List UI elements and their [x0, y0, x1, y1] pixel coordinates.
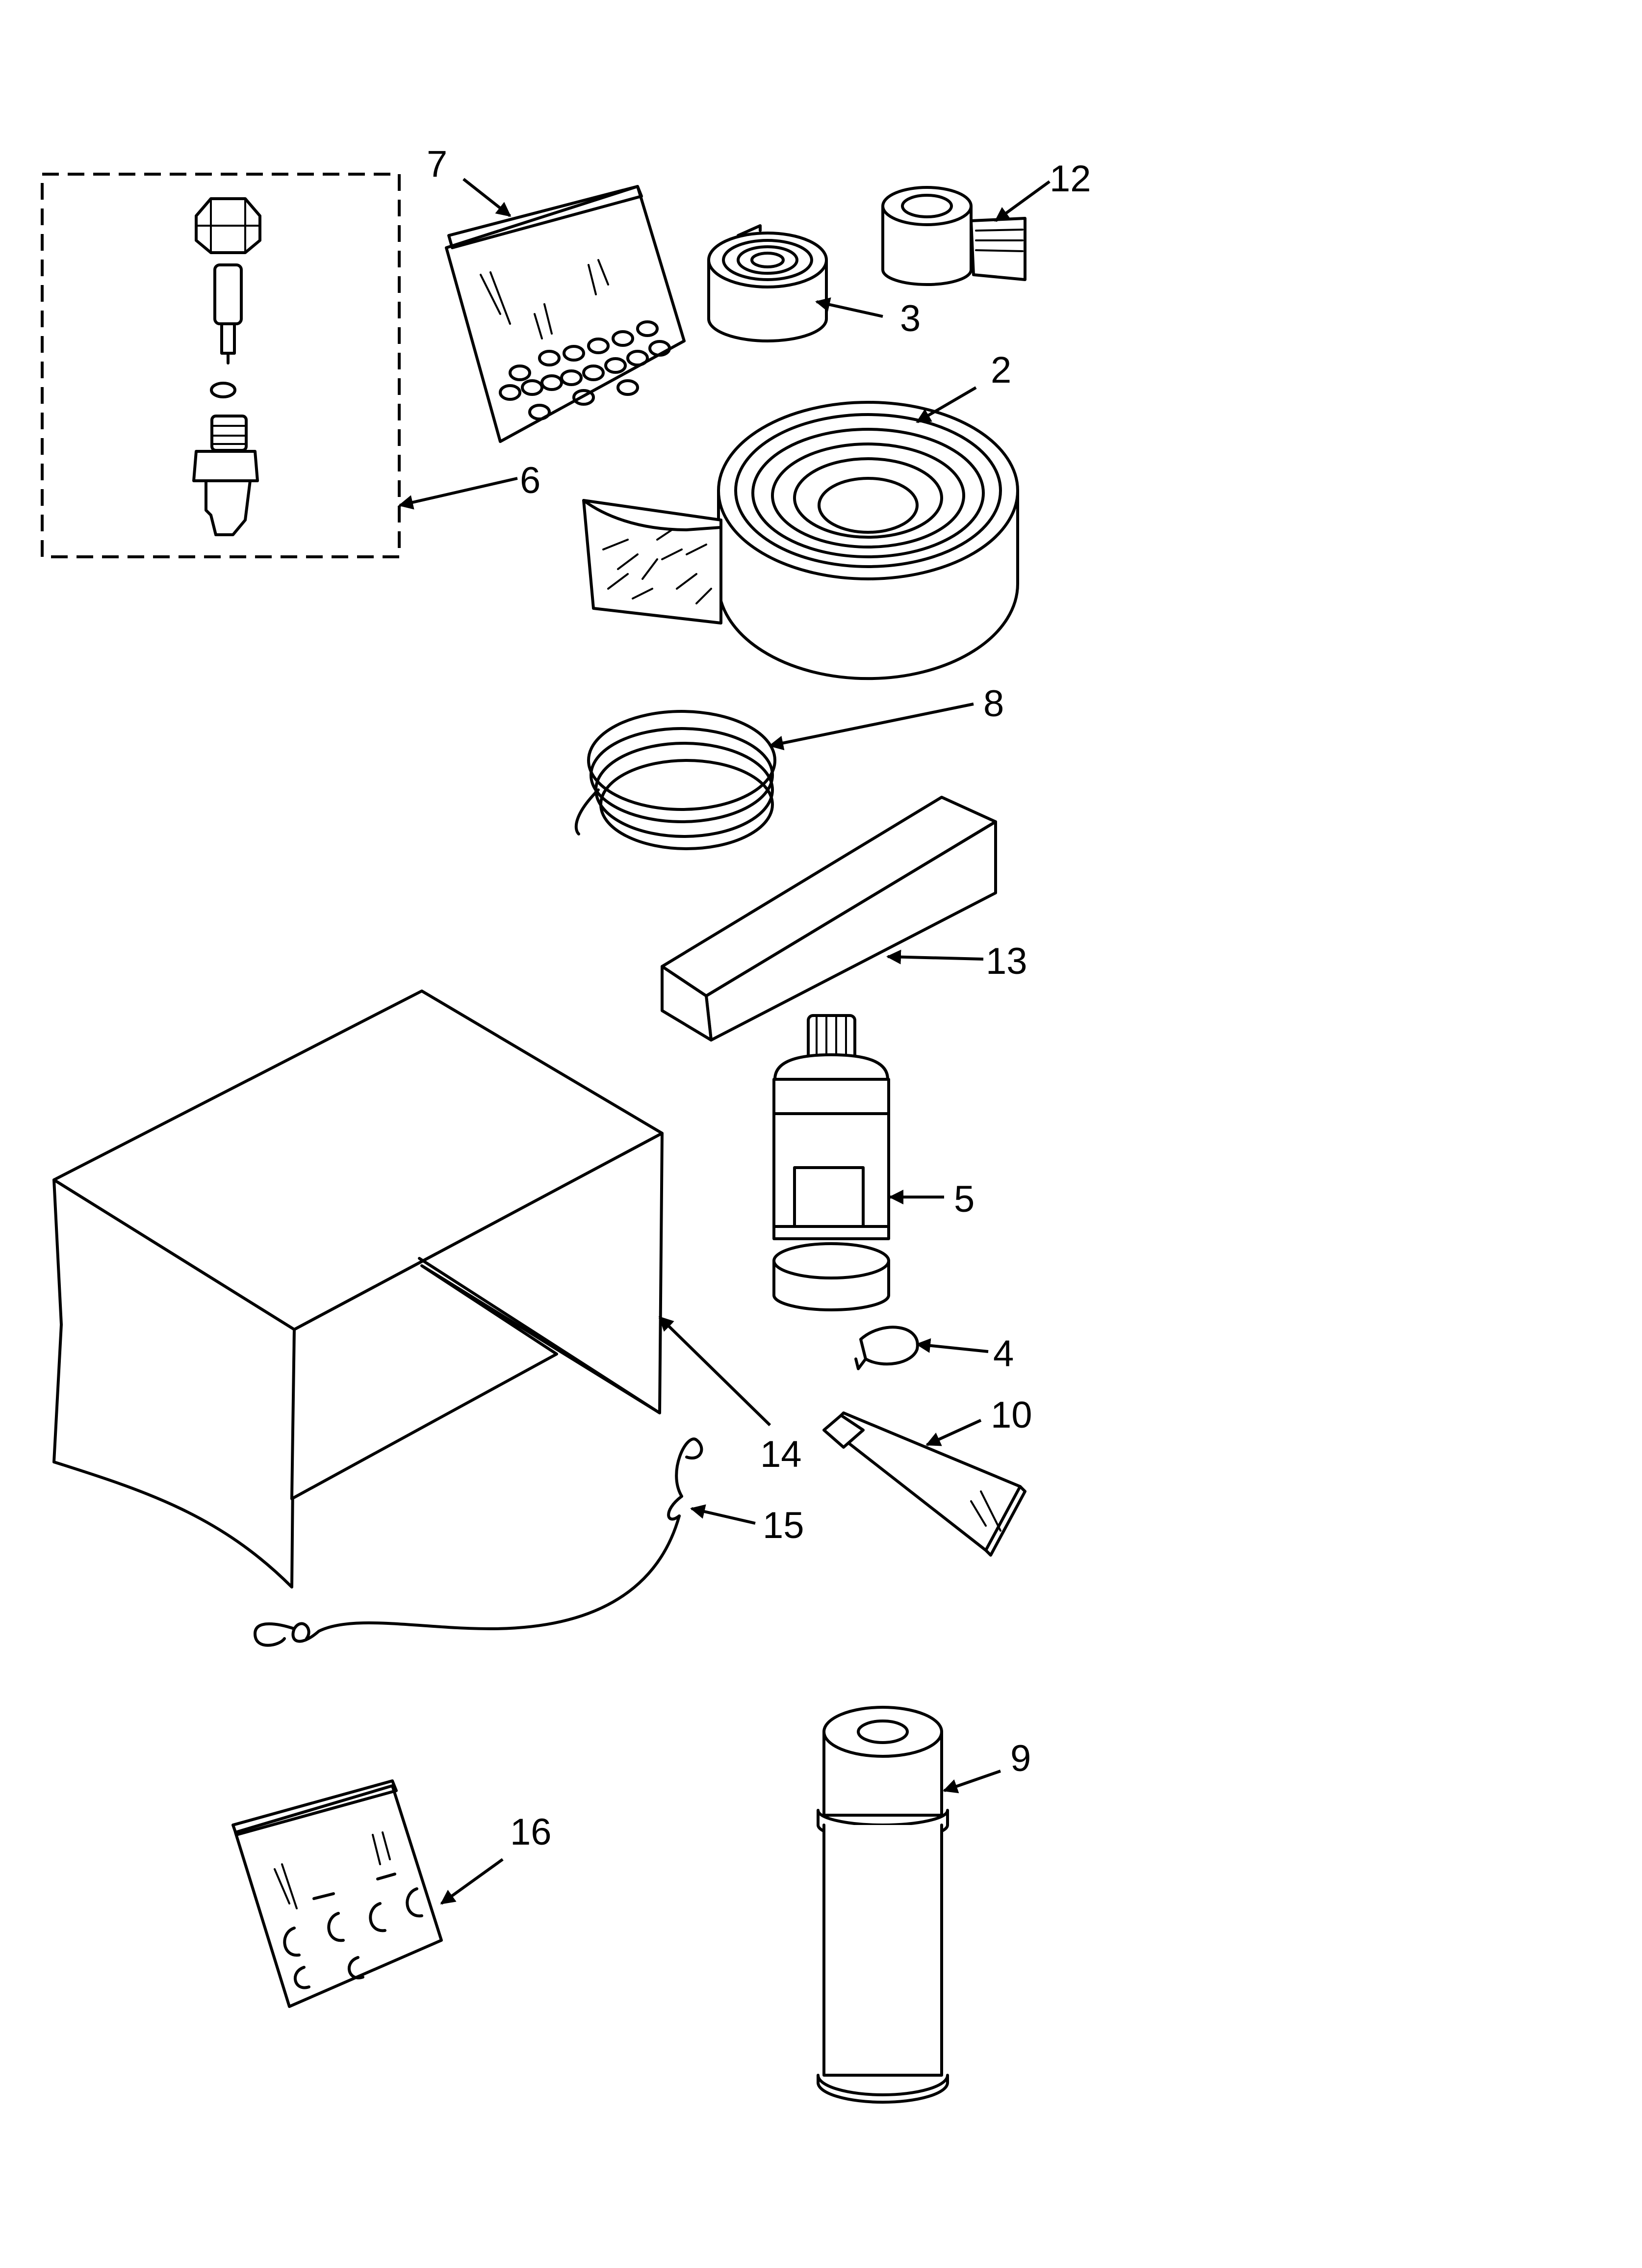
callout-14: 14 — [760, 1434, 802, 1475]
part-8-wire-coil — [574, 710, 776, 850]
part-16-clips-bag — [231, 1779, 443, 2008]
callout-labels: 6 7 12 3 2 8 13 5 4 10 14 15 9 16 — [427, 143, 1091, 1853]
callout-5: 5 — [954, 1178, 975, 1220]
part-10-tube — [822, 1411, 1026, 1557]
callout-9: 9 — [1010, 1738, 1031, 1779]
callout-4: 4 — [993, 1333, 1014, 1375]
callout-16: 16 — [510, 1811, 552, 1853]
part-12-tape-roll — [881, 186, 1026, 286]
callout-13: 13 — [986, 940, 1027, 982]
leader-lines — [398, 178, 1051, 1905]
callout-6: 6 — [520, 460, 540, 501]
callout-2: 2 — [991, 349, 1011, 391]
part-3-coil — [707, 224, 828, 342]
callout-15: 15 — [763, 1505, 804, 1546]
part-6-dashed-frame — [41, 173, 401, 558]
part-13-putty-bar — [661, 796, 997, 1042]
callout-3: 3 — [900, 298, 921, 339]
callout-10: 10 — [991, 1394, 1032, 1436]
part-15-cord — [254, 1437, 703, 1647]
part-2-insulation-roll — [582, 401, 1019, 680]
part-14-cover — [52, 990, 664, 1589]
part-9-aerosol-can — [817, 1706, 949, 2104]
part-5-bottle — [772, 1014, 890, 1311]
callout-8: 8 — [983, 683, 1004, 725]
part-7-parts-bag — [445, 185, 686, 443]
part-6-valve-assembly — [41, 173, 401, 558]
part-4-cap — [854, 1326, 919, 1370]
callout-7: 7 — [427, 143, 447, 185]
callout-12: 12 — [1050, 158, 1091, 200]
